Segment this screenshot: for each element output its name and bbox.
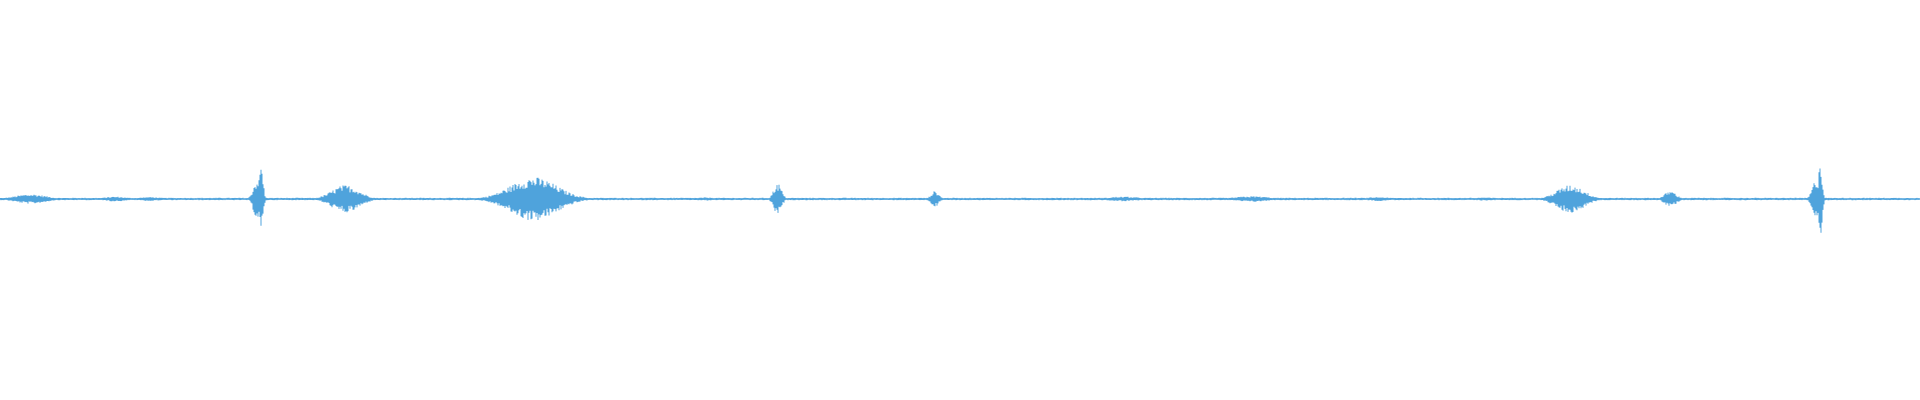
waveform-signal [0, 168, 1920, 233]
